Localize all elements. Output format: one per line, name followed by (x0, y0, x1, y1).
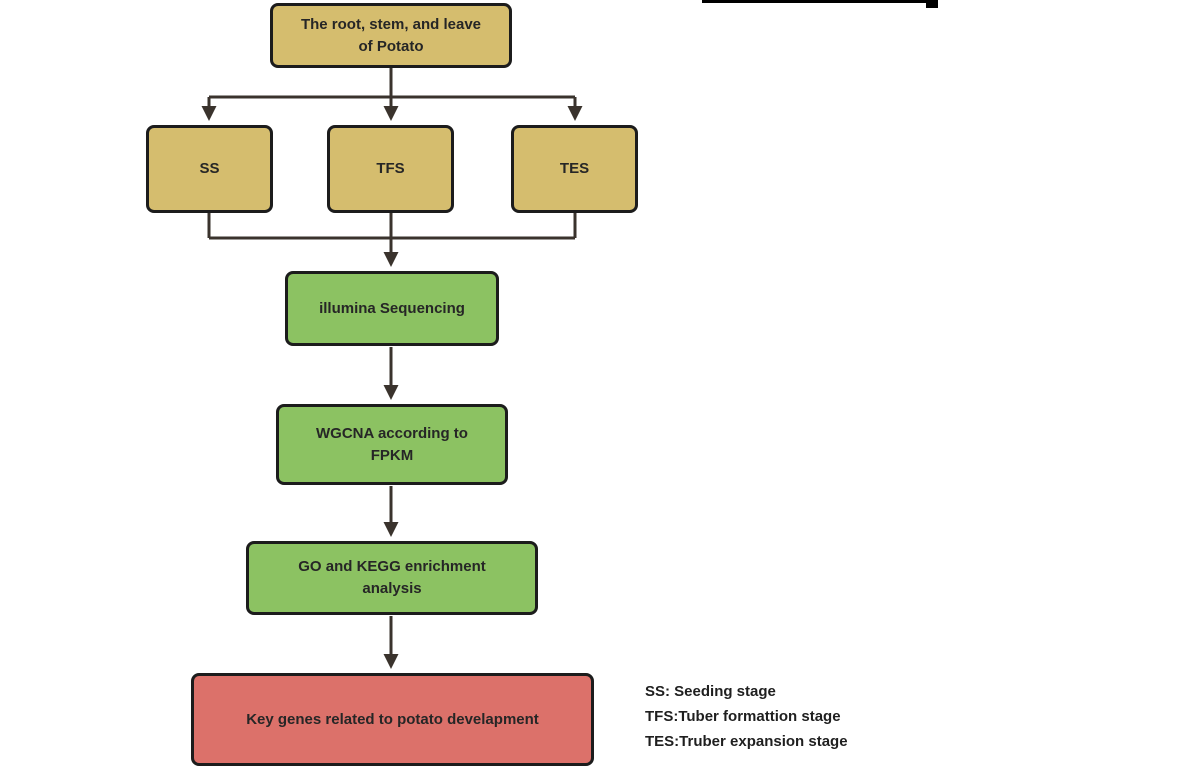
abbreviation-legend: SS: Seeding stage TFS:Tuber formattion s… (645, 679, 848, 754)
legend-tfs: TFS:Tuber formattion stage (645, 708, 841, 725)
node-go-kegg-enrichment: GO and KEGG enrichment analysis (246, 541, 538, 615)
node-wgcna-analysis: WGCNA according to FPKM (276, 404, 508, 485)
node-illumina-sequencing: illumina Sequencing (285, 271, 499, 346)
node-tes-stage: TES (511, 125, 638, 213)
legend-ss: SS: Seeding stage (645, 683, 776, 700)
cropped-artifact-line (702, 0, 932, 3)
node-tfs-stage: TFS (327, 125, 454, 213)
cropped-artifact-mark (926, 0, 938, 8)
legend-tes: TES:Truber expansion stage (645, 733, 848, 750)
node-key-genes-result: Key genes related to potato develapment (191, 673, 594, 766)
node-ss-stage: SS (146, 125, 273, 213)
node-source-material: The root, stem, and leave of Potato (270, 3, 512, 68)
